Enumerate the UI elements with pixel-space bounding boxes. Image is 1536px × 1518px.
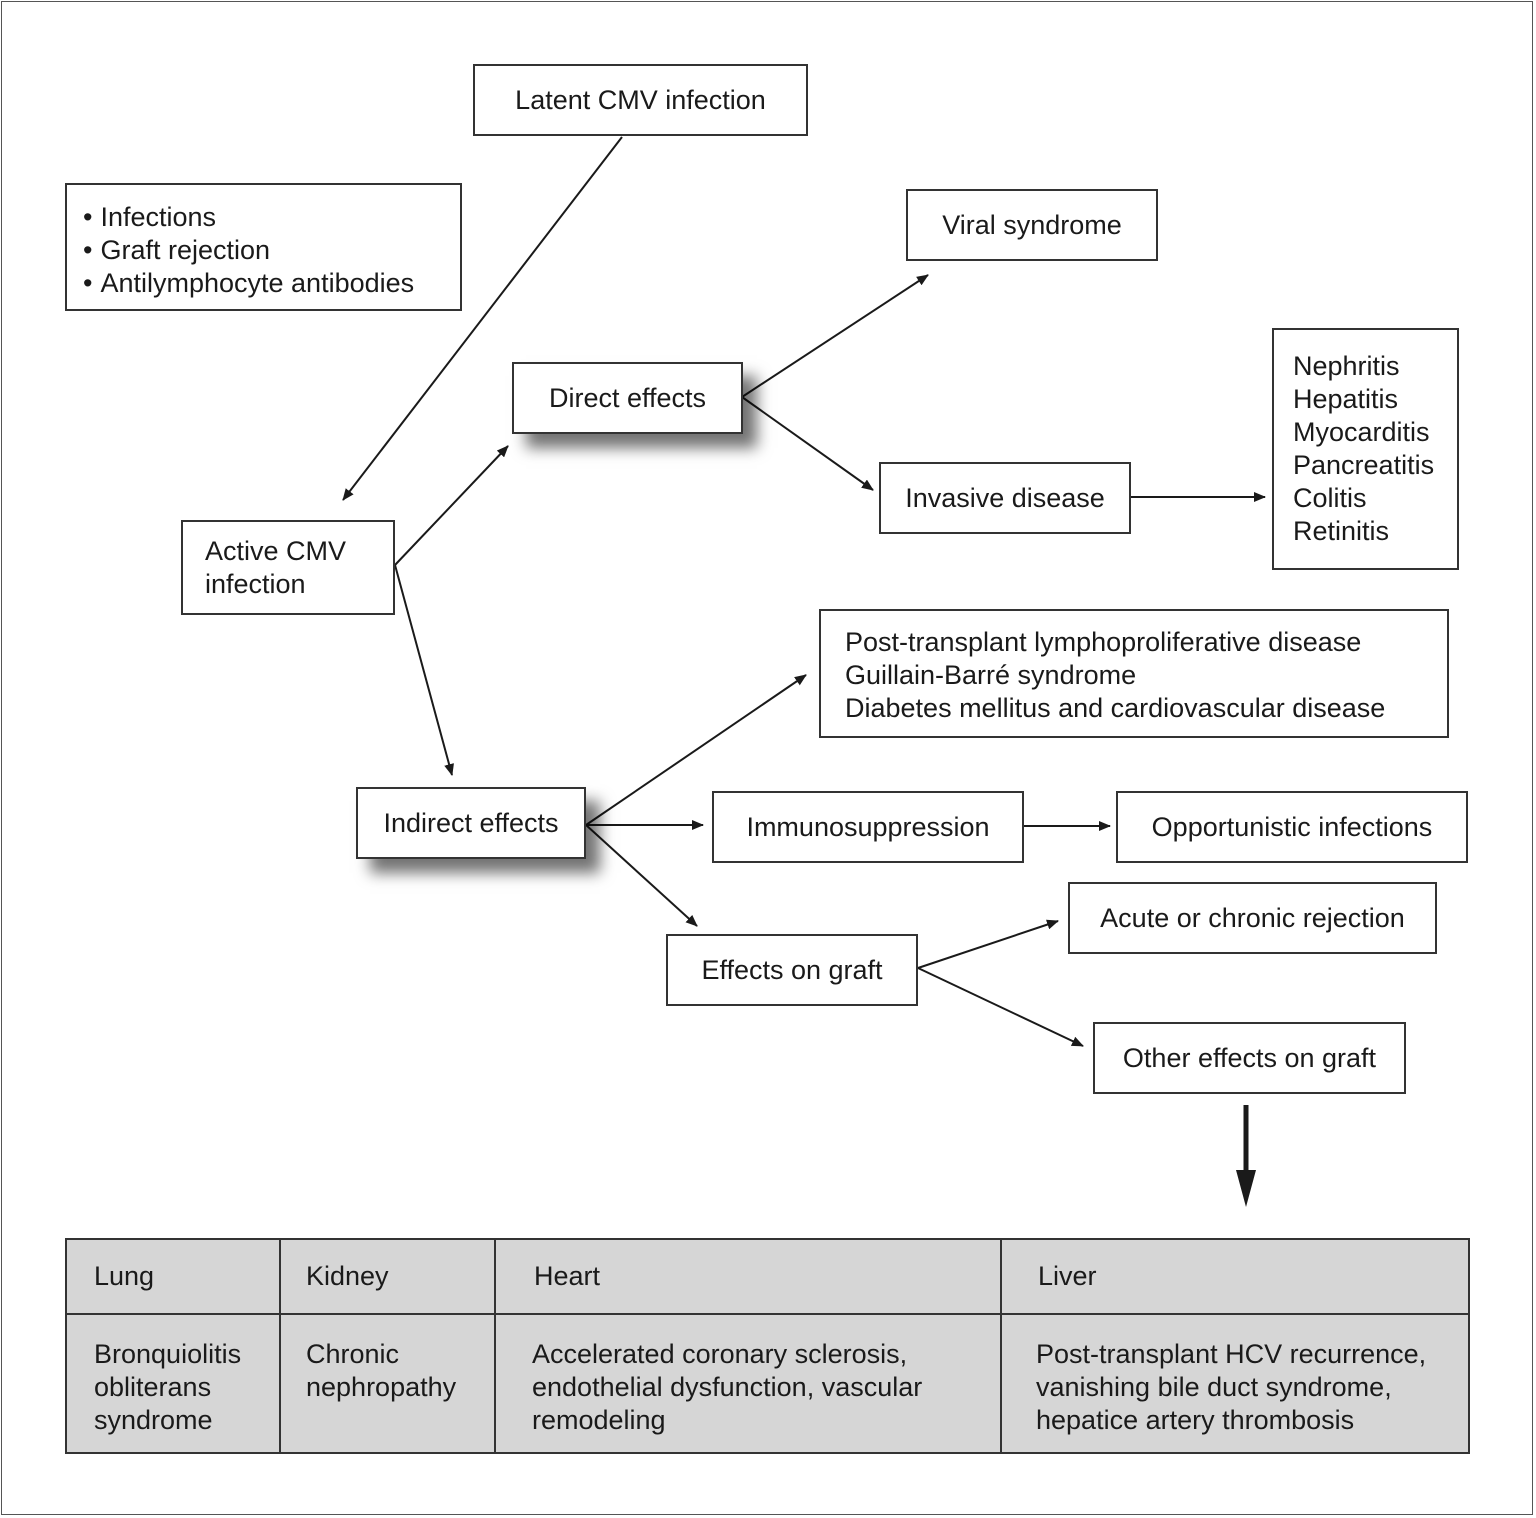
- arrow-active-to-indirect: [394, 564, 454, 776]
- table-cell-line: Bronquiolitis: [94, 1339, 242, 1369]
- table-header-liver: Liver: [1038, 1261, 1097, 1291]
- direct-effects-node: Direct effects: [512, 362, 743, 434]
- systemic-diseases-node: Post-transplant lymphoproliferative dise…: [819, 609, 1449, 738]
- arrow-other-to-table-head: [1236, 1170, 1256, 1207]
- table-cell-heart: Accelerated coronary sclerosis, endothel…: [532, 1338, 922, 1437]
- organ-disease-item: Hepatitis: [1293, 384, 1399, 414]
- table-column-divider: [494, 1240, 496, 1452]
- table-cell-line: remodeling: [532, 1405, 666, 1435]
- active-cmv-node: Active CMV infection: [181, 520, 395, 615]
- arrow-indirect-to-systemic: [585, 674, 807, 826]
- table-cell-line: endothelial dysfunction, vascular: [532, 1372, 923, 1402]
- invasive-disease-node: Invasive disease: [879, 462, 1131, 534]
- table-cell-line: vanishing bile duct syndrome,: [1036, 1372, 1392, 1402]
- risk-factor-item: Infections: [83, 201, 460, 234]
- table-header-kidney: Kidney: [306, 1261, 389, 1291]
- rejection-node: Acute or chronic rejection: [1068, 882, 1437, 954]
- table-cell-lung: Bronquiolitis obliterans syndrome: [94, 1338, 241, 1437]
- indirect-effects-label: Indirect effects: [383, 807, 559, 838]
- viral-syndrome-label: Viral syndrome: [942, 209, 1122, 240]
- organ-diseases-node: Nephritis Hepatitis Myocarditis Pancreat…: [1272, 328, 1459, 570]
- systemic-disease-item: Diabetes mellitus and cardiovascular dis…: [845, 693, 1386, 723]
- table-cell-line: Chronic: [306, 1339, 400, 1369]
- effects-on-graft-node: Effects on graft: [666, 934, 918, 1006]
- table-cell-line: nephropathy: [306, 1372, 457, 1402]
- effects-on-graft-label: Effects on graft: [701, 954, 883, 985]
- opportunistic-infections-node: Opportunistic infections: [1116, 791, 1468, 863]
- organ-disease-item: Retinitis: [1293, 516, 1390, 546]
- direct-effects-label: Direct effects: [548, 382, 707, 413]
- latent-cmv-node: Latent CMV infection: [473, 64, 808, 136]
- other-graft-effects-node: Other effects on graft: [1093, 1022, 1406, 1094]
- active-cmv-label-line: infection: [205, 569, 306, 599]
- other-graft-effects-label: Other effects on graft: [1122, 1042, 1377, 1073]
- table-column-divider: [1000, 1240, 1002, 1452]
- risk-factor-item: Graft rejection: [83, 234, 460, 267]
- table-cell-line: Accelerated coronary sclerosis,: [532, 1339, 908, 1369]
- table-cell-line: syndrome: [94, 1405, 213, 1435]
- immunosuppression-node: Immunosuppression: [712, 791, 1024, 863]
- opportunistic-infections-label: Opportunistic infections: [1151, 811, 1433, 842]
- active-cmv-label-line: Active CMV: [205, 536, 347, 566]
- table-cell-line: hepatice artery thrombosis: [1036, 1405, 1355, 1435]
- immunosuppression-label: Immunosuppression: [746, 811, 990, 842]
- latent-cmv-label: Latent CMV infection: [515, 84, 766, 115]
- table-row-divider: [67, 1313, 1468, 1315]
- risk-factors-node: Infections Graft rejection Antilymphocyt…: [65, 183, 462, 311]
- risk-factor-item: Antilymphocyte antibodies: [83, 267, 460, 300]
- invasive-disease-label: Invasive disease: [905, 482, 1105, 513]
- arrow-active-to-direct: [394, 445, 509, 566]
- arrow-latent-to-active: [342, 136, 623, 501]
- table-cell-liver: Post-transplant HCV recurrence, vanishin…: [1036, 1338, 1426, 1437]
- table-header-lung: Lung: [94, 1261, 155, 1291]
- table-column-divider: [279, 1240, 281, 1452]
- table-cell-kidney: Chronic nephropathy: [306, 1338, 456, 1404]
- arrow-graft-to-rejection: [917, 919, 1059, 969]
- indirect-effects-node: Indirect effects: [356, 787, 586, 859]
- table-cell-line: Post-transplant HCV recurrence,: [1036, 1339, 1427, 1369]
- arrow-direct-to-viral: [741, 274, 929, 398]
- systemic-disease-item: Guillain-Barré syndrome: [845, 660, 1137, 690]
- organ-effects-table: Lung Kidney Heart Liver Bronquiolitis ob…: [65, 1238, 1470, 1454]
- organ-disease-item: Pancreatitis: [1293, 450, 1435, 480]
- table-cell-line: obliterans: [94, 1372, 212, 1402]
- arrow-indirect-to-graft: [585, 824, 698, 927]
- organ-disease-item: Colitis: [1293, 483, 1367, 513]
- arrow-graft-to-other: [917, 967, 1084, 1047]
- rejection-label: Acute or chronic rejection: [1100, 902, 1405, 933]
- organ-disease-item: Nephritis: [1293, 351, 1400, 381]
- systemic-disease-item: Post-transplant lymphoproliferative dise…: [845, 627, 1362, 657]
- arrow-direct-to-invasive: [741, 396, 874, 491]
- table-header-heart: Heart: [534, 1261, 601, 1291]
- viral-syndrome-node: Viral syndrome: [906, 189, 1158, 261]
- organ-disease-item: Myocarditis: [1293, 417, 1430, 447]
